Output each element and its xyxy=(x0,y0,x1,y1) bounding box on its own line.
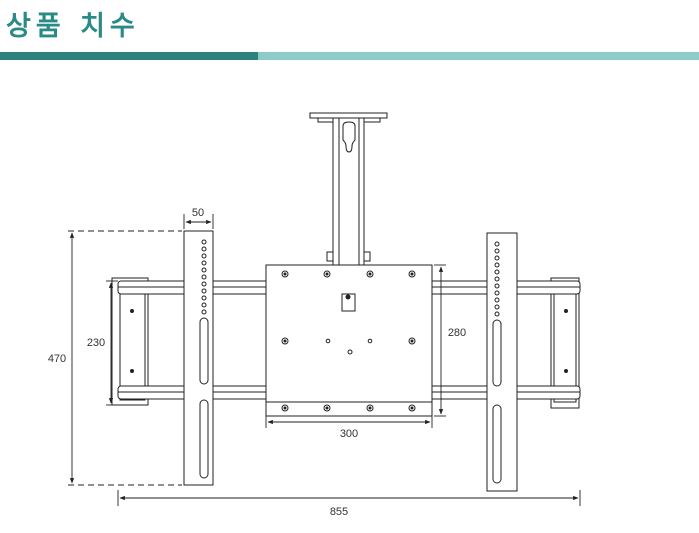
dim-total-height: 470 xyxy=(48,353,66,365)
center-plate xyxy=(265,264,433,417)
header-bar-light xyxy=(258,52,699,60)
ceiling-mount xyxy=(309,112,388,273)
right-vertical-bracket xyxy=(486,232,518,492)
dim-plate-height: 280 xyxy=(448,327,466,339)
dim-total-width: 855 xyxy=(330,506,348,518)
dim-plate-width: 300 xyxy=(340,428,358,440)
dim-bar-spacing: 230 xyxy=(87,337,105,349)
left-end-bracket xyxy=(111,277,149,406)
page-title: 상품 치수 xyxy=(6,11,140,42)
dim-bracket-width: 50 xyxy=(192,207,204,219)
left-vertical-bracket xyxy=(183,230,214,486)
header-bar-dark xyxy=(0,52,258,60)
